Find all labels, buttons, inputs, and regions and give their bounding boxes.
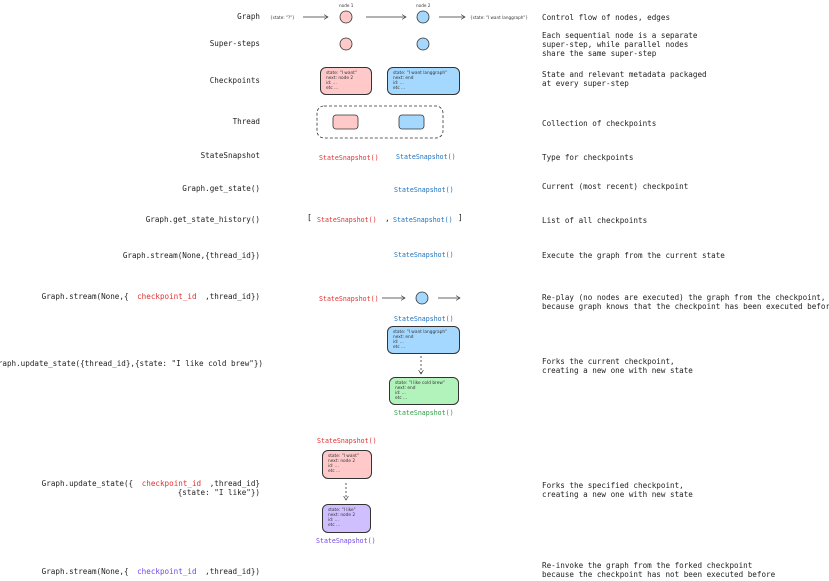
update-cp-red-etc: etc ... [328, 469, 341, 474]
checkpoint-red-state: state: "I want" [326, 71, 357, 76]
thread-label: Thread [232, 117, 260, 126]
replay-label-checkpoint-id: checkpoint_id [137, 292, 197, 301]
checkpoint-blue-next: next: end [393, 76, 414, 81]
thread-container [316, 105, 444, 139]
checkpoint-box-red: state: "I want" next: node 2 id: ... etc… [320, 67, 372, 95]
statesnapshot-blue: StateSnapshot() [396, 153, 456, 161]
update-state-box-blue: state: "I want langgraph" next: end id: … [387, 326, 460, 354]
update-cp-label-suffix: ,thread_id} [209, 479, 260, 488]
get-state-desc: Current (most recent) checkpoint [542, 182, 689, 191]
update-cp-label-checkpoint-id: checkpoint_id [141, 479, 202, 488]
update-cp-purple-etc: etc ... [328, 523, 341, 528]
update-cp-box-purple: state: "I like" next: node 2 id: ... etc… [322, 504, 371, 533]
update-state-label: Graph.update_state({thread_id},{state: "… [0, 359, 263, 368]
update-cp-purple-id: id: ... [328, 518, 339, 523]
supersteps-desc: Each sequential node is a separate super… [542, 31, 698, 58]
checkpoint-box-blue: state: "I want langgraph" next: end id: … [387, 67, 460, 95]
statesnapshot-red: StateSnapshot() [319, 154, 379, 162]
supersteps-label: Super-steps [209, 39, 260, 48]
reinvoke-label-checkpoint-id: checkpoint_id [137, 567, 197, 576]
reinvoke-label-suffix: ,thread_id}) [205, 567, 260, 576]
graph-output-text: {state: "I want langgraph"} [470, 15, 529, 20]
replay-label-suffix: ,thread_id}) [205, 292, 260, 301]
replay-node [415, 291, 429, 305]
update-state-box-green: state: "I like cold brew" next: end id: … [389, 377, 459, 405]
graph-node1 [339, 10, 353, 24]
update-cp-red-next: next: node 2 [328, 459, 356, 464]
update-green-state: state: "I like cold brew" [395, 381, 445, 386]
update-blue-id: id: ... [393, 340, 404, 345]
update-state-cp-label: Graph.update_state({ checkpoint_id ,thre… [42, 479, 260, 489]
checkpoint-blue-state: state: "I want langgraph" [393, 71, 448, 76]
update-cp-label-prefix: Graph.update_state({ [41, 479, 134, 488]
graph-input-text: {state: "?"} [270, 15, 295, 20]
checkpoints-label: Checkpoints [209, 76, 260, 85]
statesnapshot-desc: Type for checkpoints [542, 153, 634, 162]
checkpoint-red-etc: etc ... [326, 86, 339, 91]
update-cp-red-id: id: ... [328, 464, 339, 469]
thread-checkpoint-red [332, 114, 359, 130]
replay-snapshot-red: StateSnapshot() [319, 295, 379, 303]
update-blue-state: state: "I want langgraph" [393, 330, 448, 335]
stream-snapshot: StateSnapshot() [394, 251, 454, 259]
superstep-node2 [416, 37, 430, 51]
checkpoint-blue-etc: etc ... [393, 86, 406, 91]
replay-label: Graph.stream(None,{ checkpoint_id ,threa… [42, 292, 260, 302]
checkpoint-red-id: id: ... [326, 81, 337, 86]
update-blue-next: next: end [393, 335, 414, 340]
update-state-desc: Forks the current checkpoint, creating a… [542, 357, 693, 375]
get-state-snapshot: StateSnapshot() [394, 186, 454, 194]
update-state-snapshot-green: StateSnapshot() [394, 409, 454, 417]
update-cp-snapshot-purple: StateSnapshot() [316, 537, 376, 545]
update-state-cp-label-line2: {state: "I like"}) [177, 488, 260, 497]
reinvoke-label-prefix: Graph.stream(None,{ [41, 567, 129, 576]
history-open-bracket: [ [307, 213, 312, 222]
update-green-etc: etc ... [395, 396, 408, 401]
checkpoint-blue-id: id: ... [393, 81, 404, 86]
statesnapshot-label: StateSnapshot [200, 151, 260, 160]
checkpoints-desc: State and relevant metadata packaged at … [542, 70, 707, 88]
get-state-label: Graph.get_state() [182, 184, 260, 193]
replay-desc: Re-play (no nodes are executed) the grap… [542, 293, 829, 311]
history-snapshot-blue: StateSnapshot() [393, 216, 453, 224]
graph-node1-label: node 1 [339, 3, 354, 8]
replay-snapshot-blue: StateSnapshot() [394, 315, 454, 323]
stream-desc: Execute the graph from the current state [542, 251, 725, 260]
get-state-history-label: Graph.get_state_history() [145, 215, 260, 224]
reinvoke-desc: Re-invoke the graph from the forked chec… [542, 561, 776, 579]
update-green-id: id: ... [395, 391, 406, 396]
graph-label: Graph [237, 12, 260, 21]
update-state-cp-desc: Forks the specified checkpoint, creating… [542, 481, 693, 499]
checkpoint-red-next: next: node 2 [326, 76, 354, 81]
superstep-node1 [339, 37, 353, 51]
stream-label: Graph.stream(None,{thread_id}) [122, 251, 260, 260]
get-state-history-desc: List of all checkpoints [542, 216, 648, 225]
history-snapshot-red: StateSnapshot() [317, 216, 377, 224]
update-cp-purple-state: state: "I like" [328, 508, 356, 513]
reinvoke-label: Graph.stream(None,{ checkpoint_id ,threa… [42, 567, 260, 577]
replay-label-prefix: Graph.stream(None,{ [41, 292, 129, 301]
update-cp-red-state: state: "I want" [328, 454, 359, 459]
update-blue-etc: etc ... [393, 345, 406, 350]
update-green-next: next: end [395, 386, 416, 391]
update-cp-box-red: state: "I want" next: node 2 id: ... etc… [322, 450, 372, 479]
history-comma: , [385, 214, 390, 223]
history-close-bracket: ] [458, 213, 463, 222]
graph-node2-label: node 2 [416, 3, 431, 8]
graph-desc: Control flow of nodes, edges [542, 13, 671, 22]
thread-desc: Collection of checkpoints [542, 119, 657, 128]
update-cp-snapshot-red: StateSnapshot() [317, 437, 377, 445]
graph-node2 [416, 10, 430, 24]
thread-checkpoint-blue [398, 114, 425, 130]
update-cp-purple-next: next: node 2 [328, 513, 356, 518]
